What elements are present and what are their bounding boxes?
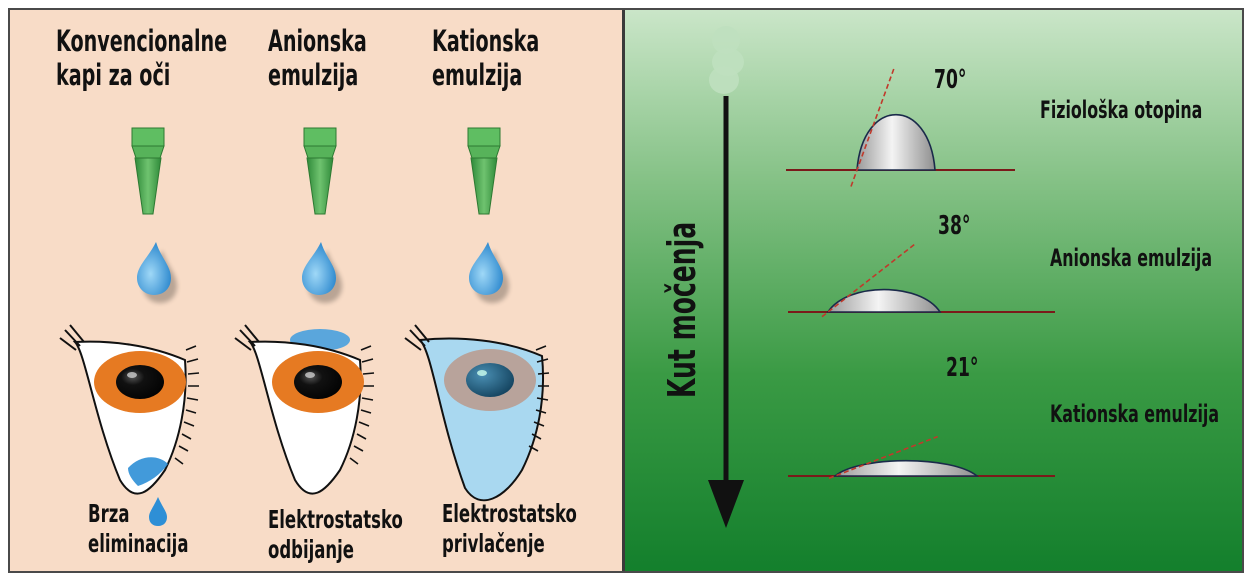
eye-3 <box>405 325 549 500</box>
angle-label-2: 38° <box>938 212 970 240</box>
angle-label-1: 70° <box>934 66 966 94</box>
angle-label-3: 21° <box>946 354 978 382</box>
drop-label-1: Fiziološka otopina <box>1040 96 1202 124</box>
sessile-drop-3 <box>835 461 977 476</box>
column-1-title-line1: Konvencionalne <box>56 26 294 56</box>
contact-angle-drops <box>786 67 1055 479</box>
column-1-caption-line2: eliminacija <box>88 530 188 558</box>
column-1-title-line2: kapi za oči <box>56 60 294 90</box>
drop-1 <box>137 242 177 303</box>
dropper-2 <box>304 128 336 214</box>
column-2-caption-line2: odbijanje <box>268 536 354 564</box>
column-3-title-line1: Kationska <box>432 26 670 56</box>
axis-arrow <box>708 26 744 528</box>
dropper-1 <box>132 128 164 214</box>
drop-label-3: Kationska emulzija <box>1050 400 1219 428</box>
eye-2 <box>235 325 374 494</box>
column-3-caption-line1: Elektrostatsko <box>442 500 577 528</box>
axis-label: Kut močenja <box>660 222 704 398</box>
sessile-drop-2 <box>828 290 940 312</box>
panel-divider <box>622 8 625 573</box>
drop-3 <box>469 242 509 303</box>
drop-label-2: Anionska emulzija <box>1050 244 1212 272</box>
column-3-caption-line2: privlačenje <box>442 530 545 558</box>
column-1-caption-line1: Brza <box>88 500 129 528</box>
column-3-title-line2: emulzija <box>432 60 670 90</box>
drop-2 <box>302 242 342 303</box>
column-2-caption-line1: Elektrostatsko <box>268 506 403 534</box>
eye-1 <box>60 325 199 526</box>
sessile-drop-1 <box>857 115 935 170</box>
dropper-3 <box>468 128 500 214</box>
